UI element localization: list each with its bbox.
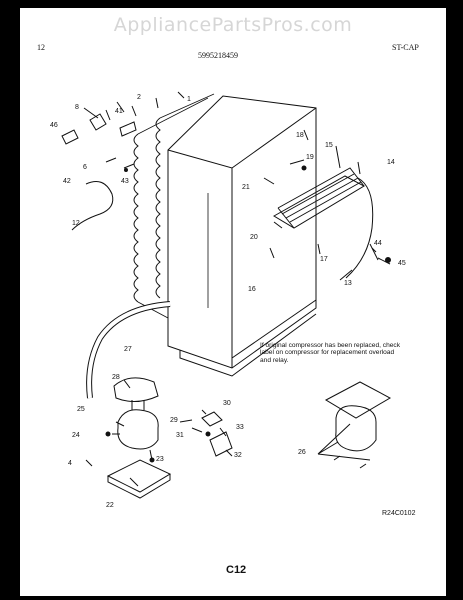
overload xyxy=(209,431,233,457)
callout-2: 2 xyxy=(137,94,141,101)
callout-8: 8 xyxy=(75,104,79,111)
page-label: C12 xyxy=(226,564,247,576)
callout-43: 43 xyxy=(121,178,129,185)
callout-32: 32 xyxy=(234,452,242,459)
callout-30: 30 xyxy=(223,400,231,407)
suction-line xyxy=(345,177,374,279)
relay xyxy=(201,411,223,427)
callout-41: 41 xyxy=(115,108,123,115)
callout-20: 20 xyxy=(250,234,258,241)
callout-6: 6 xyxy=(83,164,87,171)
callout-25: 25 xyxy=(77,406,85,413)
refrigerator-cabinet xyxy=(167,95,317,369)
callout-42: 42 xyxy=(63,178,71,185)
callout-13: 13 xyxy=(344,280,352,287)
relay-bracket xyxy=(89,113,107,131)
callout-12: 12 xyxy=(72,220,80,227)
parts-diagram-page: AppliancePartsPros.com 12 5995218459 ST-… xyxy=(20,8,446,596)
diagram-code: R24C0102 xyxy=(382,510,416,517)
callout-46: 46 xyxy=(50,122,58,129)
replacement-compressor-base xyxy=(324,381,392,419)
callout-29: 29 xyxy=(170,417,178,424)
callout-19: 19 xyxy=(306,154,314,161)
callout-17: 17 xyxy=(320,256,328,263)
drain-pan xyxy=(113,377,159,402)
condenser-coil xyxy=(133,133,139,303)
compressor xyxy=(117,409,159,450)
page-number: 12 xyxy=(37,43,45,52)
compressor-note: If original compressor has been replaced… xyxy=(260,342,401,364)
callout-22: 22 xyxy=(106,502,114,509)
callout-15: 15 xyxy=(325,142,333,149)
callout-28: 28 xyxy=(112,374,120,381)
callout-27: 27 xyxy=(124,346,132,353)
callout-16: 16 xyxy=(248,286,256,293)
model-code: ST-CAP xyxy=(392,43,419,52)
callout-45: 45 xyxy=(398,260,406,267)
callout-18: 18 xyxy=(296,132,304,139)
watermark: AppliancePartsPros.com xyxy=(113,14,353,36)
callout-33: 33 xyxy=(236,424,244,431)
callout-31: 31 xyxy=(176,432,184,439)
callout-23: 23 xyxy=(156,456,164,463)
callout-1: 1 xyxy=(187,96,191,103)
part-number: 5995218459 xyxy=(198,51,238,60)
callout-44: 44 xyxy=(374,240,382,247)
callout-26: 26 xyxy=(298,449,306,456)
callout-14: 14 xyxy=(387,159,395,166)
exploded-view-drawing xyxy=(61,91,392,499)
callout-4: 4 xyxy=(68,460,72,467)
callout-21: 21 xyxy=(242,184,250,191)
power-cord xyxy=(71,181,114,231)
callout-24: 24 xyxy=(72,432,80,439)
